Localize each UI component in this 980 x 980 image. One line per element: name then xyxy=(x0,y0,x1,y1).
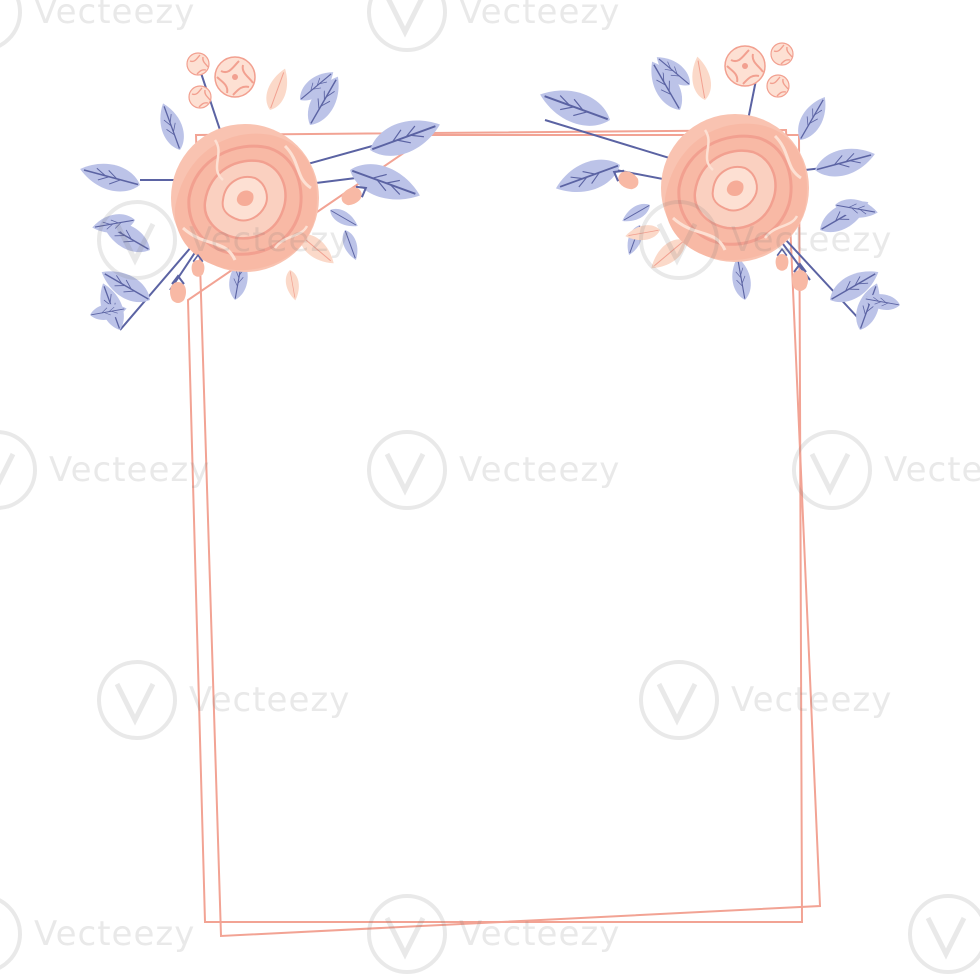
left-rose-bouquet xyxy=(76,52,447,335)
double-line-frame xyxy=(186,128,822,938)
frame-rectangle-outer xyxy=(186,134,804,923)
frame-rectangle-inner xyxy=(194,128,822,938)
right-rose-bouquet xyxy=(533,42,902,335)
